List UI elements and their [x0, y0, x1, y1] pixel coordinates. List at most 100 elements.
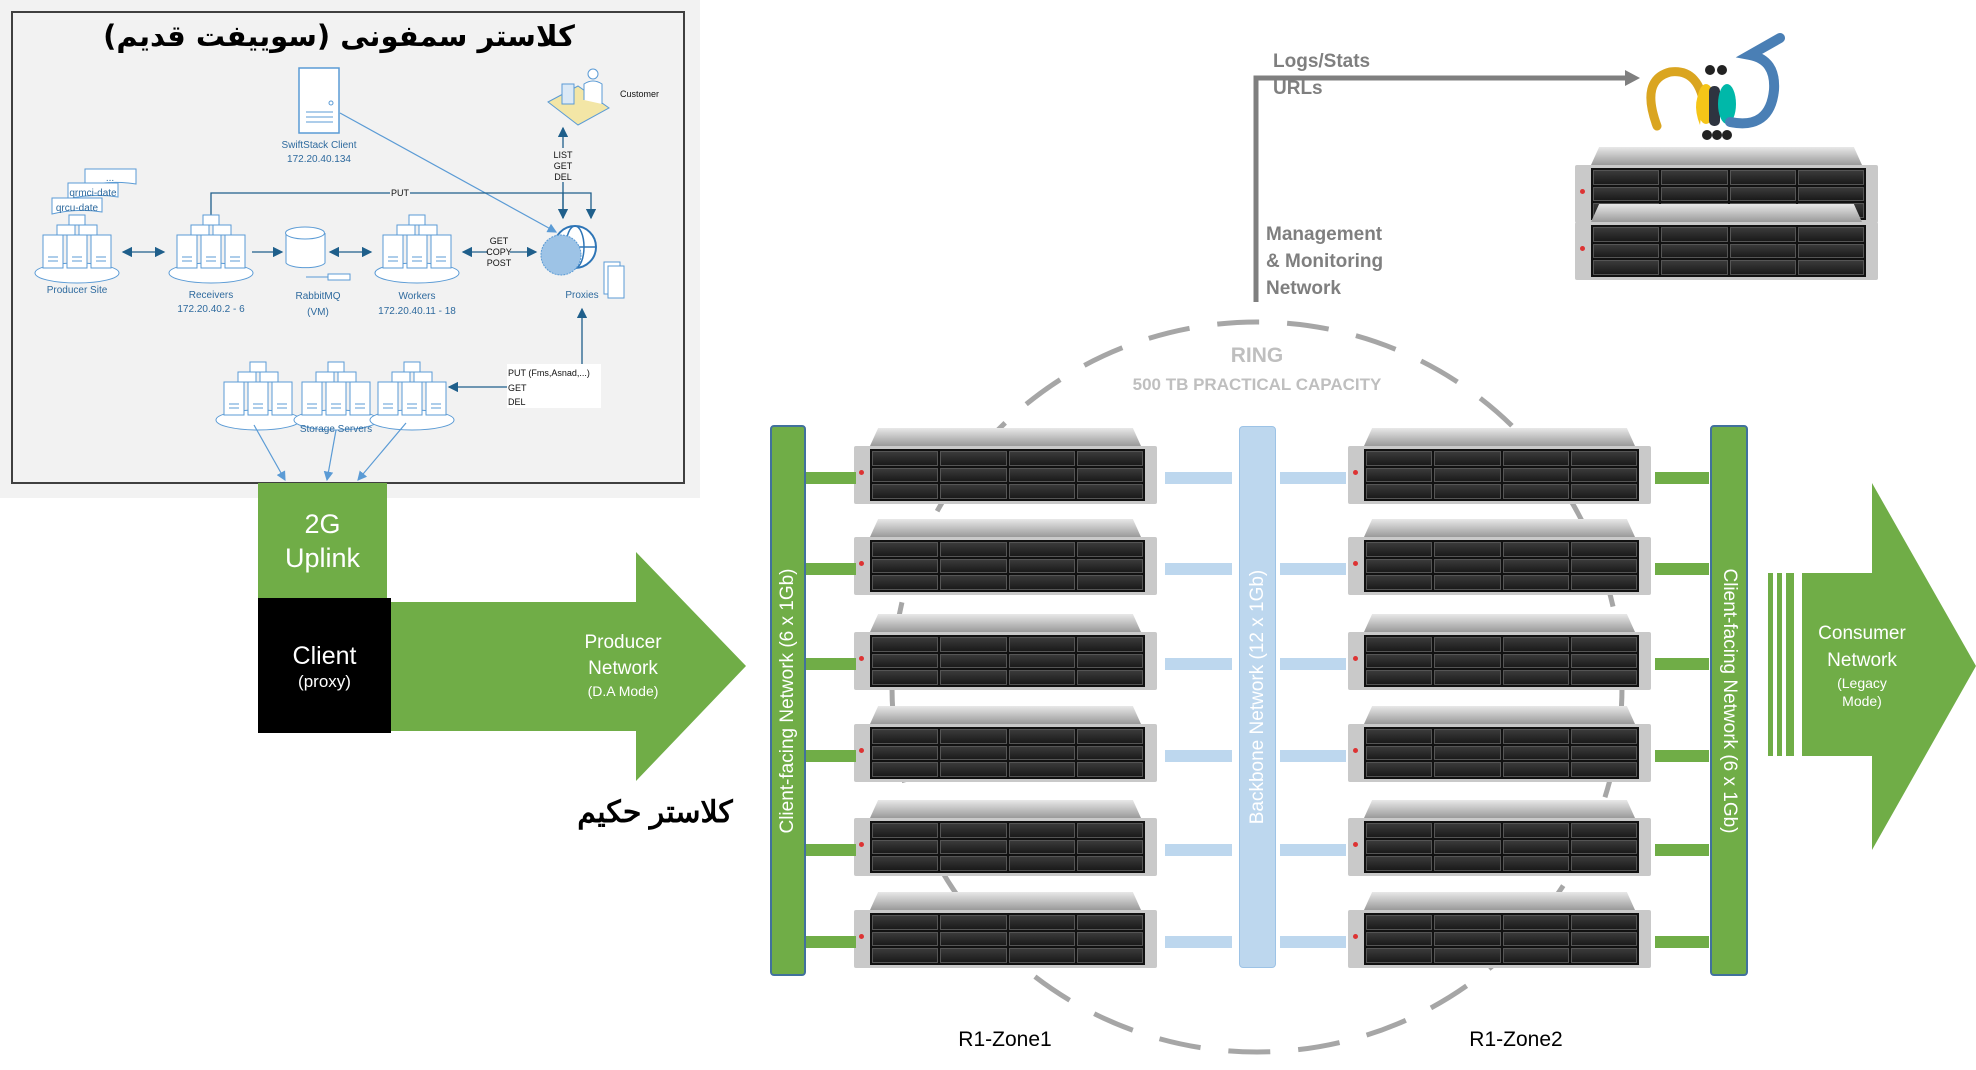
- storage-server-cluster-icon: [215, 361, 301, 431]
- client-link-right: [1655, 750, 1709, 762]
- client-link-right: [1655, 936, 1709, 948]
- workers-label: Workers: [398, 291, 435, 302]
- client-link-right: [1655, 472, 1709, 484]
- storage-uplink-arrow: [357, 422, 407, 481]
- zone2-storage-server: [1348, 519, 1651, 595]
- new-cluster-title: کلاستر حکیم: [577, 796, 733, 829]
- zone1-storage-server: [854, 800, 1157, 876]
- storage-servers-label: Storage Servers: [300, 424, 372, 435]
- backbone-link-left: [1165, 936, 1232, 948]
- zone2-storage-server: [1348, 892, 1651, 968]
- consumer-arrow-strip: [1786, 573, 1794, 756]
- zone2-storage-server: [1348, 614, 1651, 690]
- workers-ip: 172.20.40.11 - 18: [378, 306, 456, 317]
- proxies-globe-icon: [540, 225, 625, 299]
- receivers-ip: 172.20.40.2 - 6: [177, 304, 245, 315]
- doc-label: qrmci-date: [69, 188, 117, 199]
- producer-site-label: Producer Site: [47, 285, 108, 296]
- customer-label: Customer: [620, 89, 659, 99]
- management-server: [1575, 204, 1878, 280]
- swiftstack-client-label: SwiftStack Client: [281, 140, 356, 151]
- swiftstack-to-proxies-line: [339, 112, 558, 233]
- client-label: Client: [292, 641, 357, 670]
- client-link-left: [806, 472, 856, 484]
- producer-network-label: Producer Network (D.A Mode): [560, 630, 686, 700]
- consumer-sub2: Mode): [1842, 693, 1882, 709]
- client-link-right: [1655, 563, 1709, 575]
- backbone-link-right: [1280, 750, 1346, 762]
- client-network-right-label: Client-facing Network (6 x 1Gb): [1719, 567, 1740, 834]
- producer-site-cluster-icon: [34, 214, 120, 284]
- client-link-left: [806, 844, 856, 856]
- consumer-line1: Consumer: [1818, 623, 1906, 644]
- producer-network-arrow: [391, 552, 746, 781]
- client-link-right: [1655, 844, 1709, 856]
- zone1-label: R1-Zone1: [958, 1028, 1052, 1051]
- uplink-line2: Uplink: [284, 542, 361, 573]
- client-facing-network-left: Client-facing Network (6 x 1Gb): [770, 425, 806, 976]
- consumer-arrow-strip: [1777, 573, 1782, 756]
- uplink-line1: 2G: [304, 508, 341, 539]
- client-facing-network-right: Client-facing Network (6 x 1Gb): [1710, 425, 1748, 976]
- client-sub: (proxy): [298, 671, 351, 691]
- backbone-network: Backbone Network (12 x 1Gb): [1239, 426, 1276, 968]
- consumer-network-label: Consumer Network (Legacy Mode): [1800, 620, 1924, 710]
- mgmt-line: & Monitoring: [1266, 251, 1384, 272]
- receivers-label: Receivers: [189, 290, 233, 301]
- client-link-left: [806, 563, 856, 575]
- consumer-network-arrow: [1802, 483, 1976, 850]
- client-network-left-label: Client-facing Network (6 x 1Gb): [777, 567, 798, 834]
- proxies-label: Proxies: [565, 290, 598, 301]
- backbone-link-left: [1165, 472, 1232, 484]
- zone1-storage-server: [854, 892, 1157, 968]
- customer-op: LIST: [553, 150, 573, 160]
- worker-proxy-op: POST: [487, 258, 512, 268]
- mgmt-arrow-labels: Logs/Stats URLs: [1273, 48, 1370, 102]
- storage-op: GET: [508, 383, 527, 393]
- legacy-title: کلاستر سمفونی (سوییفت قدیم): [103, 19, 575, 53]
- put-label: PUT: [391, 188, 410, 198]
- mgmt-network-label: Management & Monitoring Network: [1266, 221, 1383, 302]
- backbone-link-left: [1165, 563, 1232, 575]
- backbone-link-right: [1280, 844, 1346, 856]
- backbone-network-label: Backbone Network (12 x 1Gb): [1246, 569, 1268, 825]
- client-link-left: [806, 936, 856, 948]
- ring-title: RING: [1230, 344, 1284, 367]
- doc-label: qrcu-date: [56, 203, 99, 214]
- consumer-arrow-strip: [1768, 573, 1773, 756]
- backbone-link-left: [1165, 658, 1232, 670]
- client-link-right: [1655, 658, 1709, 670]
- ring-capacity: 500 TB PRACTICAL CAPACITY: [1132, 375, 1382, 394]
- storage-server-cluster-icon: [369, 361, 455, 431]
- zone2-storage-server: [1348, 428, 1651, 504]
- producer-sub: (D.A Mode): [587, 683, 659, 699]
- storage-op: DEL: [508, 397, 526, 407]
- zone1-storage-server: [854, 428, 1157, 504]
- mgmt-line: Management: [1266, 224, 1383, 245]
- zone1-storage-server: [854, 614, 1157, 690]
- swiftstack-client-icon: [298, 67, 340, 134]
- backbone-link-left: [1165, 750, 1232, 762]
- backbone-link-right: [1280, 936, 1346, 948]
- swiftstack-client-ip: 172.20.40.134: [287, 154, 351, 165]
- storage-uplink-arrow: [323, 429, 337, 482]
- client-link-left: [806, 750, 856, 762]
- customer-op: DEL: [554, 172, 572, 182]
- logs-stats-label: Logs/Stats: [1273, 51, 1371, 72]
- storage-op: PUT (Fms,Asnad,...): [508, 368, 590, 378]
- consumer-sub1: (Legacy: [1837, 675, 1887, 691]
- worker-proxy-op: COPY: [486, 247, 512, 257]
- mgmt-line: Network: [1266, 278, 1341, 299]
- zone2-storage-server: [1348, 706, 1651, 782]
- zone2-storage-server: [1348, 800, 1651, 876]
- rabbitmq-icon: [285, 226, 351, 281]
- client-proxy-box: Client (proxy): [258, 598, 391, 733]
- management-arrowhead: [1625, 70, 1640, 86]
- workers-cluster-icon: [374, 214, 460, 284]
- customer-icon: [547, 68, 610, 126]
- uplink-box: 2G Uplink: [258, 483, 387, 598]
- urls-label: URLs: [1273, 78, 1323, 99]
- customer-op: GET: [554, 161, 573, 171]
- backbone-link-right: [1280, 563, 1346, 575]
